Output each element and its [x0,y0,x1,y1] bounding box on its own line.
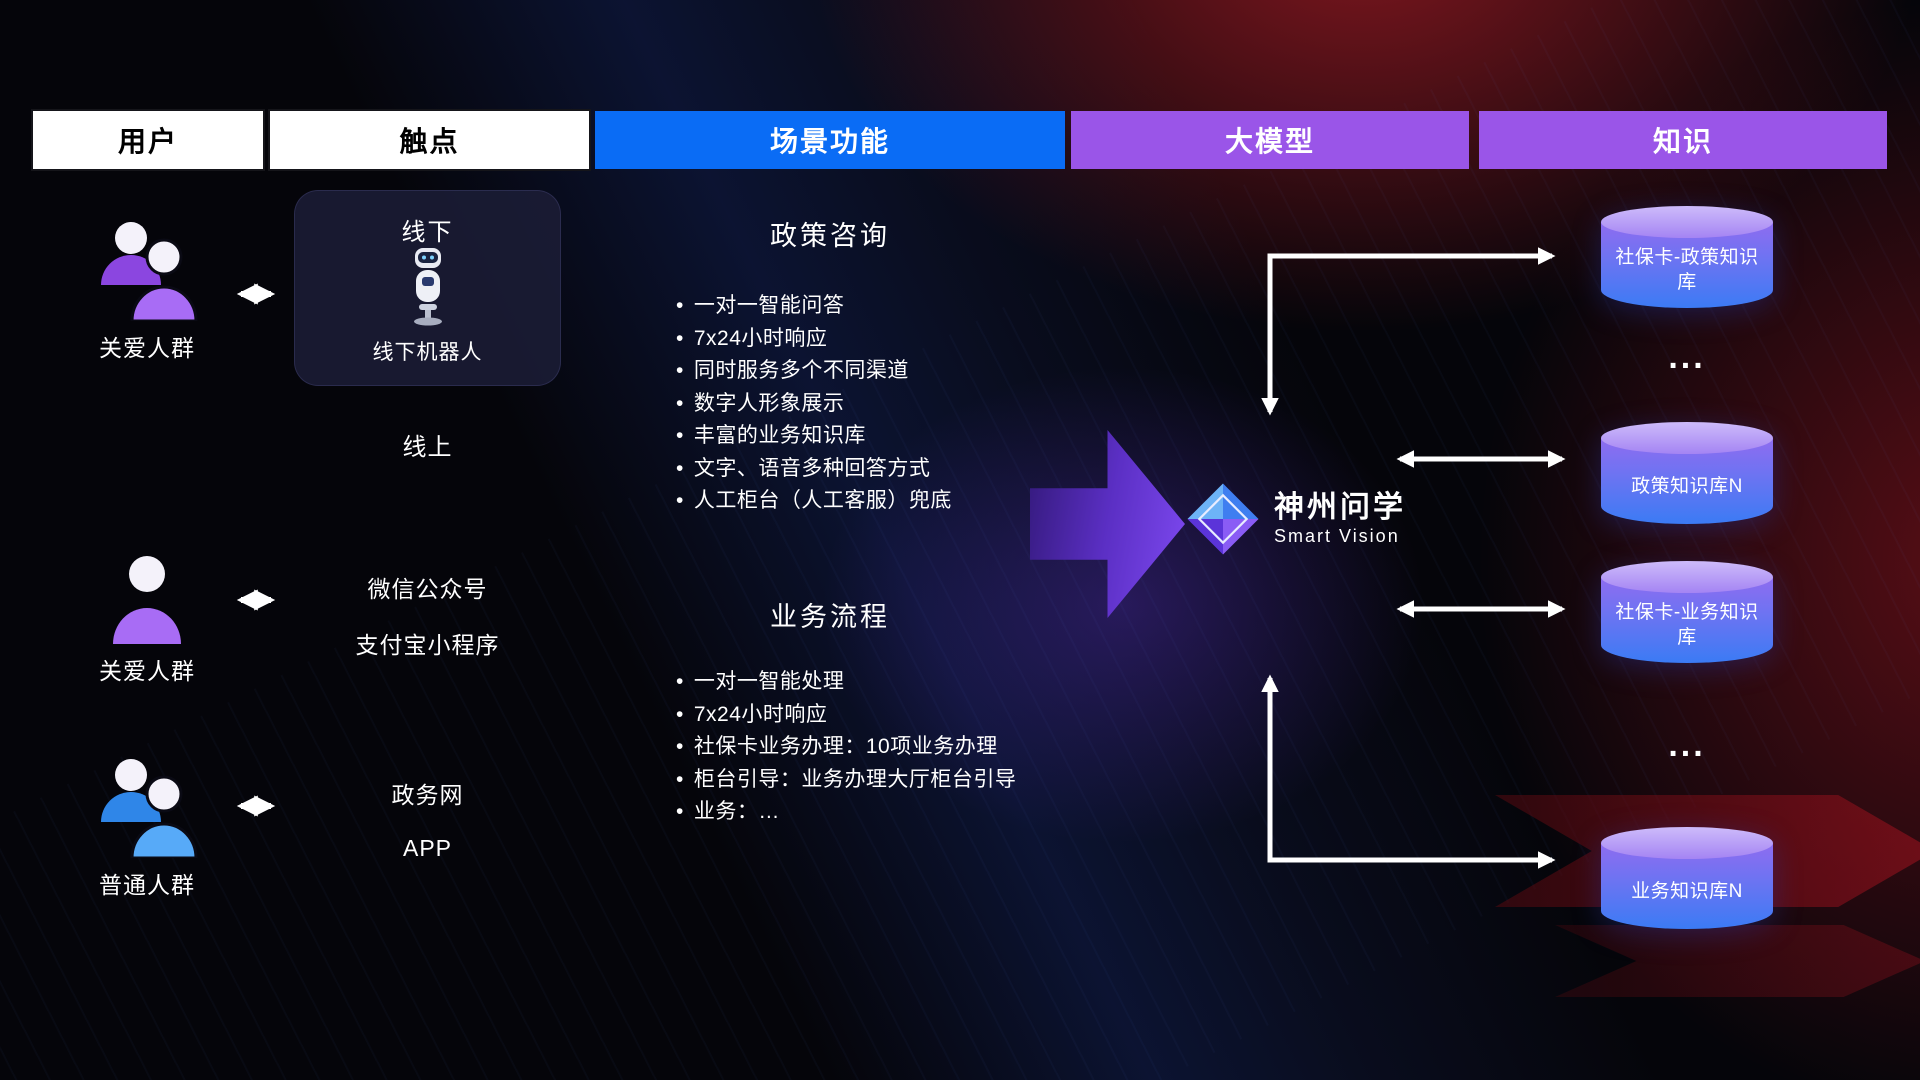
channel-gov-web: 政务网 [391,782,464,808]
list-item: 同时服务多个不同渠道 [676,355,1096,388]
database-icon [1601,827,1773,859]
model-logo-block: 神州问学 Smart Vision [1186,482,1406,556]
column-header-scenarios: 场景功能 [595,111,1065,169]
offline-touchpoint-card: 线下 线下机器人 [294,190,561,386]
column-header-label: 大模型 [1224,126,1315,157]
list-item: 人工柜台（人工客服）兜底 [676,485,1096,518]
users-group-icon [101,759,198,858]
channel-wechat: 微信公众号 [367,576,488,602]
database-icon [1601,206,1773,238]
scenario-business-list: 一对一智能处理 7x24小时响应 社保卡业务办理：10项业务办理 柜台引导：业务… [676,666,1096,829]
users-group-icon [101,222,198,321]
database-icon [1601,561,1773,593]
model-name: 神州问学 [1274,491,1406,525]
offline-title: 线下 [401,219,454,246]
database-policy-social-card: 社保卡-政策知识库 [1601,206,1773,308]
diamond-logo-icon [1187,483,1259,555]
scenario-title-business: 业务流程 [770,602,890,632]
list-item: 柜台引导：业务办理大厅柜台引导 [676,764,1096,797]
user-label: 普通人群 [99,872,195,898]
user-label: 关爱人群 [99,658,195,684]
column-header-touchpoints: 触点 [270,111,589,169]
list-item: 一对一智能问答 [676,290,1096,323]
database-label: 社保卡-政策知识库 [1615,247,1759,293]
column-header-model: 大模型 [1071,111,1469,169]
column-header-knowledge: 知识 [1479,111,1887,169]
column-header-label: 知识 [1652,126,1713,157]
scenario-policy-list: 一对一智能问答 7x24小时响应 同时服务多个不同渠道 数字人形象展示 丰富的业… [676,290,1096,518]
robot-icon [294,246,561,326]
list-item: 7x24小时响应 [676,323,1096,356]
channel-alipay: 支付宝小程序 [355,632,500,658]
database-label: 政策知识库N [1631,475,1743,497]
database-business-n: 业务知识库N [1601,827,1773,929]
channel-app: APP [402,835,453,861]
user-group-general: 普通人群 [72,752,222,900]
user-label: 关爱人群 [99,335,195,361]
column-header-label: 用户 [117,126,178,157]
database-business-social-card: 社保卡-业务知识库 [1601,561,1773,663]
scenario-title-policy: 政策咨询 [770,221,890,251]
offline-robot-label: 线下机器人 [372,341,483,364]
online-label: 线上 [402,434,453,461]
column-header-users: 用户 [33,111,263,169]
database-icon [1601,422,1773,454]
database-label: 业务知识库N [1631,880,1743,902]
model-subtitle: Smart Vision [1274,526,1400,547]
user-group-care-2: 关爱人群 [72,548,222,686]
list-item: 丰富的业务知识库 [676,420,1096,453]
column-header-label: 场景功能 [769,126,890,157]
list-item: 数字人形象展示 [676,388,1096,421]
ellipsis-top: ... [1668,338,1706,376]
list-item: 7x24小时响应 [676,699,1096,732]
column-header-label: 触点 [399,126,460,157]
ellipsis-bottom: ... [1668,726,1706,764]
list-item: 业务：… [676,796,1096,829]
database-policy-n: 政策知识库N [1601,422,1773,524]
list-item: 社保卡业务办理：10项业务办理 [676,731,1096,764]
database-label: 社保卡-业务知识库 [1615,602,1759,648]
user-single-icon [113,556,181,644]
list-item: 文字、语音多种回答方式 [676,453,1096,486]
list-item: 一对一智能处理 [676,666,1096,699]
user-group-care-1: 关爱人群 [72,215,222,363]
